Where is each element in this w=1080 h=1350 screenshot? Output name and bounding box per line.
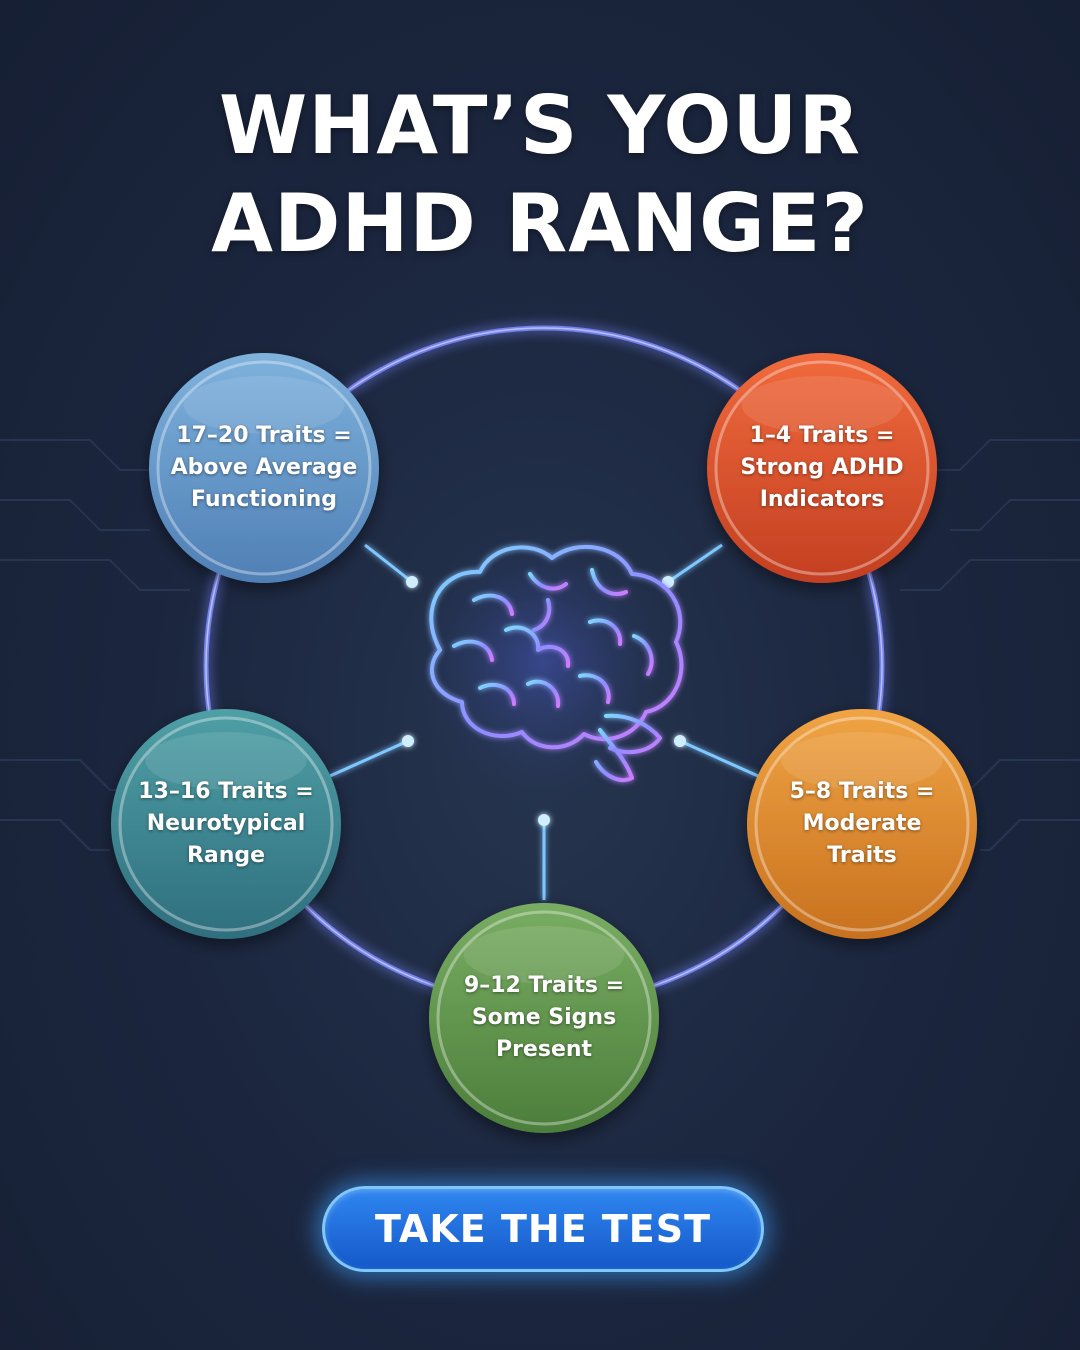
range-circle-shine	[741, 376, 903, 434]
range-circle-shine	[145, 732, 307, 790]
range-circle-rim	[754, 716, 970, 932]
range-circle-17-20	[149, 353, 379, 583]
title-line-2: ADHD RANGE?	[211, 177, 869, 270]
range-circle-fill	[429, 903, 659, 1133]
circuit-pattern	[0, 439, 1080, 851]
range-circle-rim	[118, 716, 334, 932]
range-circle-rim	[436, 910, 652, 1126]
range-circle-fill	[707, 353, 937, 583]
range-circle-rim	[156, 360, 372, 576]
range-circle-shine	[463, 926, 625, 984]
range-circle-fill	[747, 709, 977, 939]
range-circle-13-16	[111, 709, 341, 939]
range-circle-shine	[183, 376, 345, 434]
connector-dots	[402, 576, 686, 826]
range-circle-5-8	[747, 709, 977, 939]
range-circle-1-4	[707, 353, 937, 583]
brain-icon	[392, 512, 692, 812]
range-circle-9-12	[429, 903, 659, 1133]
connectors	[329, 543, 759, 900]
range-circle-shine	[781, 732, 943, 790]
take-the-test-button[interactable]: TAKE THE TEST	[322, 1186, 764, 1272]
range-circles	[111, 353, 977, 1133]
range-circle-fill	[111, 709, 341, 939]
range-circle-rim	[714, 360, 930, 576]
title-line-1: WHAT’S YOUR	[219, 79, 861, 172]
range-circle-fill	[149, 353, 379, 583]
